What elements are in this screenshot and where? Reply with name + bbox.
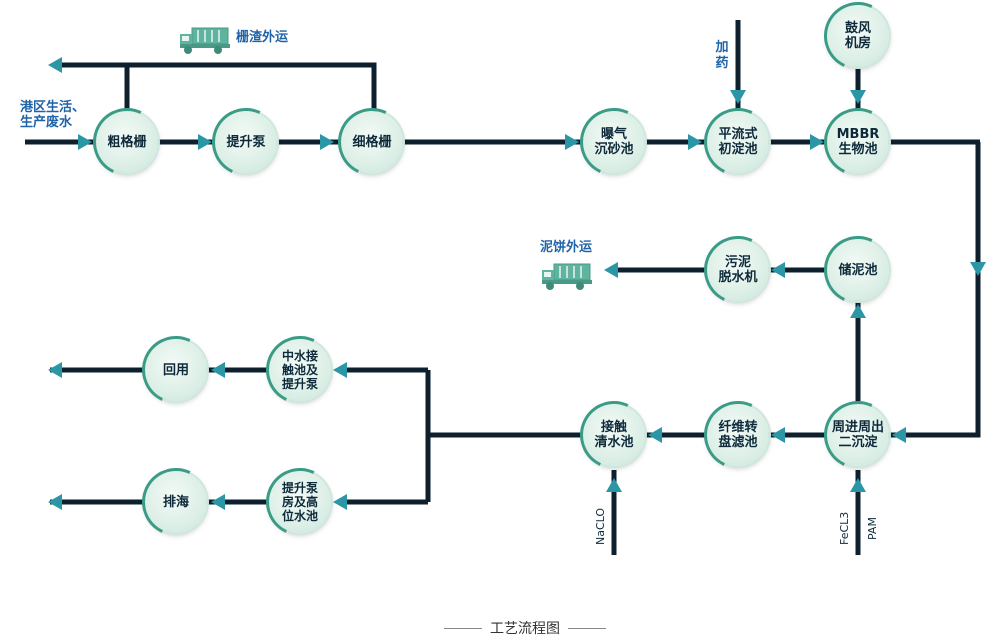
arrow-influent bbox=[78, 134, 92, 150]
node-sludge-tank: 储泥池 bbox=[827, 239, 889, 301]
node-label: 接触 清水池 bbox=[594, 420, 634, 450]
arrow-to-dewater bbox=[771, 262, 785, 278]
node-label: 鼓风 机房 bbox=[844, 21, 871, 51]
node-label: 提升泵 房及高 位水池 bbox=[281, 481, 318, 523]
node-label: 粗格栅 bbox=[107, 134, 147, 150]
node-label: 纤维转 盘滤池 bbox=[718, 420, 758, 450]
pam-label: PAM bbox=[866, 517, 879, 540]
caption-rule-right bbox=[568, 627, 606, 629]
arrow-to-lift-pump bbox=[198, 134, 212, 150]
arrow-sea-out bbox=[48, 494, 62, 510]
node-sea: 排海 bbox=[145, 471, 207, 533]
node-primary-clarifier: 平流式 初淀池 bbox=[707, 111, 769, 173]
node-secondary-clarifier: 周进周出 二沉淀 bbox=[827, 404, 889, 466]
arrow-to-primary bbox=[688, 134, 702, 150]
arrow-dosing bbox=[730, 90, 746, 104]
node-lift-pump: 提升泵 bbox=[215, 111, 277, 173]
arrow-to-filter bbox=[771, 427, 785, 443]
caption-rule-left bbox=[444, 627, 482, 629]
node-sea-pump: 提升泵 房及高 位水池 bbox=[269, 471, 331, 533]
arrow-to-sea bbox=[211, 494, 225, 510]
arrow-naclo bbox=[606, 478, 622, 492]
arrow-to-mbbr bbox=[810, 134, 824, 150]
node-blower: 鼓风 机房 bbox=[827, 5, 889, 67]
node-label: 排海 bbox=[162, 494, 189, 510]
node-label: 周进周出 二沉淀 bbox=[831, 420, 884, 450]
naclo-label: NaCLO bbox=[594, 507, 607, 545]
node-label: 中水接 触池及 提升泵 bbox=[281, 349, 318, 391]
node-label: 提升泵 bbox=[226, 134, 266, 150]
sludge-cake-label: 泥饼外运 bbox=[540, 240, 593, 255]
node-fine-screen: 细格栅 bbox=[341, 111, 403, 173]
node-aerated-grit: 曝气 沉砂池 bbox=[583, 111, 645, 173]
arrow-to-fine-screen bbox=[320, 134, 334, 150]
flow-arrows bbox=[48, 57, 986, 510]
dump-truck-icon bbox=[180, 27, 230, 54]
node-label: 污泥 脱水机 bbox=[718, 255, 758, 285]
fecl3-label: FeCL3 bbox=[838, 511, 851, 545]
node-reuse: 回用 bbox=[145, 339, 207, 401]
node-reuse-pump: 中水接 触池及 提升泵 bbox=[269, 339, 331, 401]
node-label: MBBR 生物池 bbox=[836, 127, 880, 157]
influent-label: 港区生活、 生产废水 bbox=[20, 100, 86, 130]
arrow-to-reuse bbox=[211, 362, 225, 378]
arrow-screenings-out bbox=[48, 57, 62, 73]
node-coarse-screen: 粗格栅 bbox=[96, 111, 158, 173]
arrow-sludge-out bbox=[604, 262, 618, 278]
figure-caption: 工艺流程图 bbox=[440, 618, 610, 638]
caption-text: 工艺流程图 bbox=[490, 621, 560, 637]
arrow-pam bbox=[850, 478, 866, 492]
node-label: 储泥池 bbox=[838, 262, 878, 278]
arrow-sludge-up bbox=[850, 304, 866, 318]
dosing-label: 加 药 bbox=[715, 40, 729, 71]
arrow-to-reuse-pump bbox=[333, 362, 347, 378]
node-label: 回用 bbox=[162, 362, 189, 378]
screen-waste-label: 栅渣外运 bbox=[236, 30, 289, 45]
node-dewatering: 污泥 脱水机 bbox=[707, 239, 769, 301]
node-clear-water: 接触 清水池 bbox=[583, 404, 645, 466]
arrow-to-sea-pump bbox=[333, 494, 347, 510]
dump-truck-icon bbox=[542, 263, 592, 290]
node-label: 平流式 初淀池 bbox=[718, 127, 758, 157]
node-label: 曝气 沉砂池 bbox=[594, 127, 634, 157]
pipe-right-down bbox=[885, 142, 981, 438]
arrow-reuse-out bbox=[48, 362, 62, 378]
node-fiber-filter: 纤维转 盘滤池 bbox=[707, 404, 769, 466]
arrow-to-secondary bbox=[892, 427, 906, 443]
node-mbbr: MBBR 生物池 bbox=[827, 111, 889, 173]
node-label: 细格栅 bbox=[352, 134, 392, 150]
arrow-blower bbox=[850, 90, 866, 104]
arrow-right-down bbox=[970, 262, 986, 276]
arrow-to-clear bbox=[648, 427, 662, 443]
arrow-to-grit bbox=[565, 134, 579, 150]
